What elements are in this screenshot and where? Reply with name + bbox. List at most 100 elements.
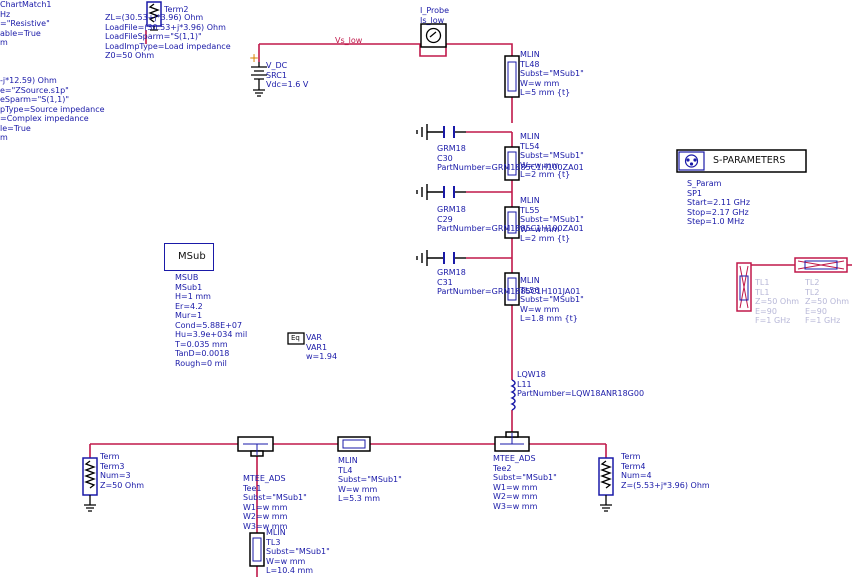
term2-param: Z0=50 Ohm bbox=[105, 51, 155, 60]
tl4-param: MLIN bbox=[338, 456, 358, 465]
tl56-param: Subst="MSub1" bbox=[520, 295, 584, 304]
c30-capacitor[interactable] bbox=[416, 124, 466, 140]
tee1-param: W1=w mm bbox=[243, 502, 288, 512]
zsource-line: le=True bbox=[0, 123, 31, 133]
ghost-tl1-param: F=1 GHz bbox=[755, 316, 791, 325]
net-label-vs-low[interactable]: Vs_low bbox=[335, 36, 363, 45]
c29-param: C29 bbox=[437, 214, 453, 224]
msub-box[interactable]: MSub bbox=[164, 243, 214, 271]
ghost-tl1-param: E=90 bbox=[755, 306, 777, 316]
msub-param: Cond=5.88E+07 bbox=[175, 320, 243, 330]
term2-param: LoadFileSparm="S(1,1)" bbox=[105, 32, 202, 41]
tee1-param: Subst="MSub1" bbox=[243, 493, 307, 502]
s-param-line: S_Param bbox=[687, 179, 722, 188]
tl3-param: Subst="MSub1" bbox=[266, 547, 330, 556]
zsource-line: =Complex impedance bbox=[0, 114, 89, 123]
tl56-param: W=w mm bbox=[520, 304, 560, 314]
term2-param: LoadFile=(30.53+j*3.96) Ohm bbox=[105, 22, 226, 32]
tl54-param: TL54 bbox=[520, 141, 540, 151]
tl4-param: W=w mm bbox=[338, 484, 378, 494]
chartmatch-line: ="Resistive" bbox=[0, 19, 50, 28]
s-param-icon[interactable] bbox=[676, 149, 807, 173]
ghost-tl1-param: TL1 bbox=[755, 278, 770, 287]
msub-box-label: MSub bbox=[178, 251, 206, 262]
msub-param: MSub1 bbox=[175, 282, 203, 292]
term2-resistor[interactable] bbox=[146, 1, 162, 31]
tl56-param: TL56 bbox=[520, 285, 540, 295]
ghost-tl1-param: Z=50 Ohm bbox=[755, 297, 800, 306]
tl56-mlin[interactable] bbox=[504, 272, 520, 306]
tl48-param: W=w mm bbox=[520, 78, 560, 88]
term2-param: ZL=(30.53+j*3.96) Ohm bbox=[105, 13, 204, 22]
chartmatch-label-block: ChartMatch1 Hz ="Resistive" able=True m bbox=[0, 0, 51, 48]
lqw-params: LQW18 L11 PartNumber=LQW18ANR18G00 bbox=[517, 370, 644, 399]
ghost-tl2-param: F=1 GHz bbox=[805, 316, 841, 325]
term3-resistor[interactable] bbox=[82, 457, 98, 512]
term3-param: Z=50 Ohm bbox=[100, 480, 145, 490]
dc-source-icon[interactable]: + bbox=[249, 51, 267, 97]
c31-param: PartNumber=GRM1885C1H101JA01 bbox=[437, 287, 581, 296]
ghost-tl1-param: TL1 bbox=[755, 287, 770, 297]
var-icon-text: Eq bbox=[291, 334, 300, 342]
zsource-line: pType=Source impedance bbox=[0, 104, 105, 114]
tee2-param: Tee2 bbox=[493, 463, 512, 473]
zsource-line: e="ZSource.s1p" bbox=[0, 85, 69, 95]
tl56-param: MLIN bbox=[520, 276, 540, 285]
ghost-tl1-params: TL1 TL1 Z=50 Ohm E=90 F=1 GHz bbox=[755, 278, 799, 326]
c29-capacitor[interactable] bbox=[416, 184, 466, 200]
tl55-param: W=w mm bbox=[520, 224, 560, 234]
tl48-param: L=5 mm {t} bbox=[520, 88, 571, 97]
ghost-tl2[interactable] bbox=[794, 257, 848, 273]
iprobe-param: Is_low bbox=[420, 15, 445, 25]
s-param-line: Stop=2.17 GHz bbox=[687, 207, 749, 217]
c31-params: GRM18 C31 PartNumber=GRM1885C1H101JA01 bbox=[437, 268, 580, 297]
wire-vs-low bbox=[259, 43, 513, 57]
tl54-param: L=2 mm {t} bbox=[520, 170, 571, 179]
tee2-mtee[interactable] bbox=[494, 431, 530, 452]
tl55-params: MLIN TL55 Subst="MSub1" W=w mm L=2 mm {t… bbox=[520, 196, 584, 244]
term4-param: Z=(5.53+j*3.96) Ohm bbox=[621, 480, 710, 490]
c31-capacitor[interactable] bbox=[416, 250, 466, 266]
term4-param: Num=4 bbox=[621, 471, 652, 480]
zsource-label-block: -j*12.59) Ohm e="ZSource.s1p" eSparm="S(… bbox=[0, 76, 105, 143]
tl48-mlin[interactable] bbox=[504, 55, 520, 98]
tl54-mlin[interactable] bbox=[504, 146, 520, 181]
tee2-param: Subst="MSub1" bbox=[493, 473, 557, 482]
term3-param: Num=3 bbox=[100, 471, 131, 480]
tee1-mtee[interactable] bbox=[237, 436, 274, 457]
c31-param: GRM18 bbox=[437, 268, 466, 277]
ghost-tl2-param: TL2 bbox=[805, 278, 820, 287]
tee2-param: W2=w mm bbox=[493, 492, 538, 501]
tl48-param: Subst="MSub1" bbox=[520, 69, 584, 78]
s-param-line: Step=1.0 MHz bbox=[687, 217, 745, 226]
lqw-param: LQW18 bbox=[517, 370, 546, 379]
term4-resistor[interactable] bbox=[598, 457, 614, 512]
tl3-param: W=w mm bbox=[266, 556, 306, 566]
c30-params: GRM18 C30 PartNumber=GRM1885C1H100ZA01 bbox=[437, 144, 584, 173]
var-param: VAR bbox=[306, 333, 322, 342]
tee1-param: W2=w mm bbox=[243, 512, 288, 521]
tl54-param: W=w mm bbox=[520, 160, 560, 170]
tl55-mlin[interactable] bbox=[504, 206, 520, 239]
tee2-params: MTEE_ADS Tee2 Subst="MSub1" W1=w mm W2=w… bbox=[493, 454, 557, 511]
tee2-param: W3=w mm bbox=[493, 501, 538, 511]
current-probe-icon[interactable] bbox=[420, 23, 447, 48]
inductor-l11[interactable] bbox=[510, 379, 516, 411]
term4-param: Term4 bbox=[621, 461, 646, 471]
msub-param: Mur=1 bbox=[175, 311, 203, 320]
tl4-mlin[interactable] bbox=[337, 436, 371, 452]
ghost-tl1[interactable] bbox=[736, 262, 752, 312]
tl4-param: Subst="MSub1" bbox=[338, 475, 402, 484]
c29-params: GRM18 C29 PartNumber=GRM1885C1H100ZA01 bbox=[437, 205, 584, 234]
c30-param: PartNumber=GRM1885C1H100ZA01 bbox=[437, 163, 584, 172]
ghost-tl2-param: TL2 bbox=[805, 287, 820, 297]
tl3-param: MLIN bbox=[266, 528, 286, 537]
term2-param: LoadImpType=Load impedance bbox=[105, 41, 231, 51]
s-param-line: SP1 bbox=[687, 188, 702, 198]
s-param-params: S_Param SP1 Start=2.11 GHz Stop=2.17 GHz… bbox=[687, 179, 750, 227]
var-icon[interactable] bbox=[287, 332, 305, 345]
tl56-params: MLIN TL56 Subst="MSub1" W=w mm L=1.8 mm … bbox=[520, 276, 584, 324]
tl3-mlin[interactable] bbox=[249, 532, 265, 567]
msub-params: MSUB MSub1 H=1 mm Er=4.2 Mur=1 Cond=5.88… bbox=[175, 273, 247, 368]
